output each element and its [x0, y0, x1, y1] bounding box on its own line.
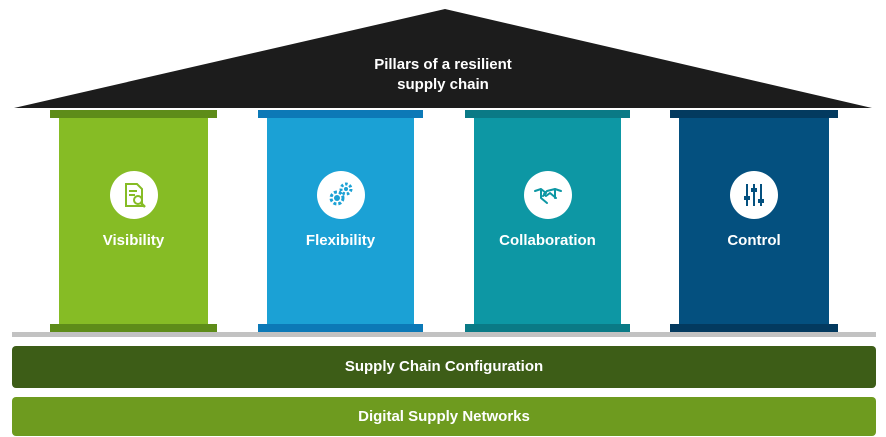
pillar-base: [258, 324, 423, 332]
pillar-shaft: [474, 118, 621, 324]
roof: [14, 9, 872, 108]
pillar-base: [670, 324, 838, 332]
pillar-shaft: [59, 118, 208, 324]
pillar-flexibility: Flexibility: [258, 110, 423, 332]
band-digital-supply-networks: Digital Supply Networks: [12, 397, 876, 436]
gears-icon: [316, 171, 365, 219]
pillar-collaboration: Collaboration: [465, 110, 630, 332]
floor-line: [12, 332, 876, 337]
pillar-label: Visibility: [102, 232, 165, 249]
roof-title-line-2: supply chain: [397, 76, 489, 93]
pillar-cap: [50, 110, 217, 118]
pillar-cap: [258, 110, 423, 118]
pillar-control: Control: [670, 110, 838, 332]
pillar-label: Flexibility: [305, 232, 376, 249]
handshake-icon: [523, 171, 572, 219]
pillar-label: Collaboration: [499, 232, 596, 249]
pillar-visibility: Visibility: [50, 110, 217, 332]
roof-title-line-1: Pillars of a resilient: [374, 56, 512, 73]
pillar-cap: [465, 110, 630, 118]
pillar-label: Control: [727, 232, 781, 249]
pillar-cap: [670, 110, 838, 118]
sliders-icon: [730, 171, 778, 219]
roof-title: Pillars of a resilient supply chain: [343, 55, 543, 95]
document-search-icon: [109, 171, 158, 219]
pillar-shaft: [679, 118, 829, 324]
band-supply-chain-configuration: Supply Chain Configuration: [12, 346, 876, 388]
pillar-base: [465, 324, 630, 332]
pillar-base: [50, 324, 217, 332]
pillar-shaft: [267, 118, 414, 324]
